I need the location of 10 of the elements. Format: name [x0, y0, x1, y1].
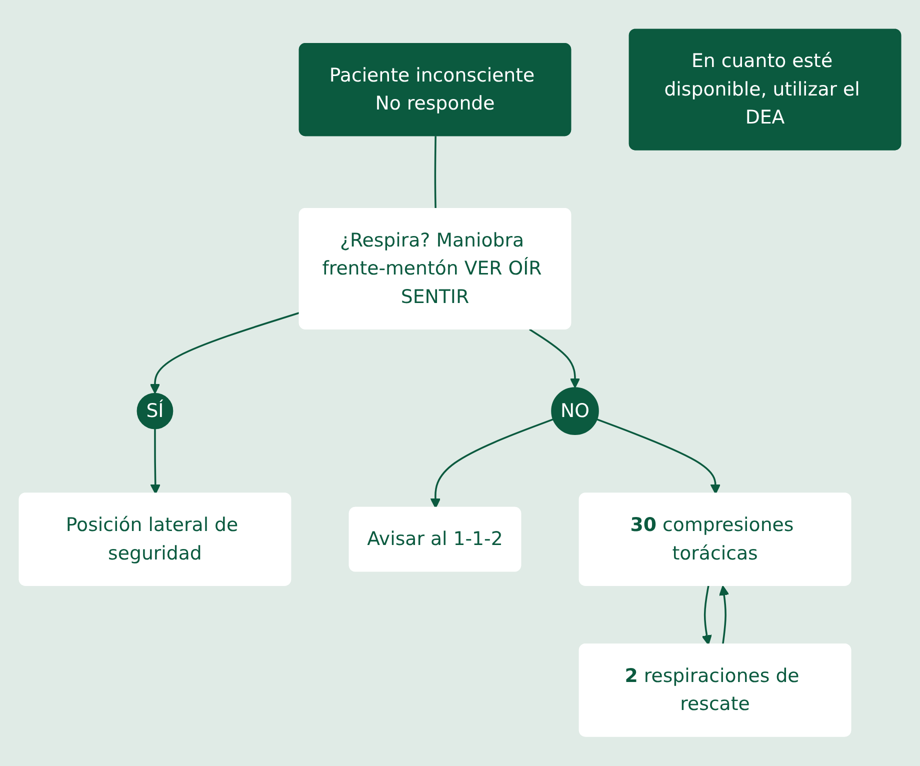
arrow [150, 312, 300, 394]
arrow [529, 328, 580, 388]
arrow [702, 586, 712, 646]
connector [434, 136, 436, 210]
arrow [150, 428, 161, 495]
node-circle: SÍ [136, 393, 174, 430]
node-circle: NO [551, 387, 599, 436]
arrow [718, 586, 730, 646]
arrow [430, 418, 554, 509]
arrow [596, 418, 721, 495]
